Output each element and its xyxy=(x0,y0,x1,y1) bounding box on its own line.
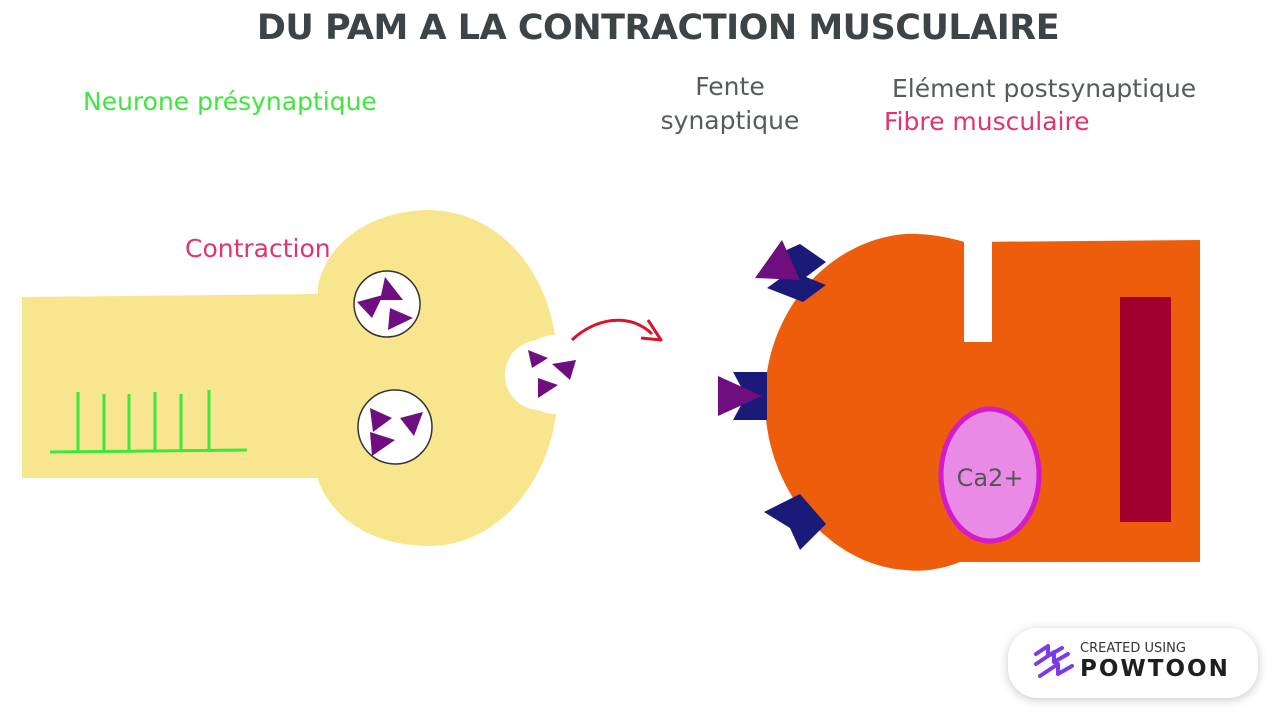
powtoon-badge[interactable]: CREATED USING POWTOON xyxy=(1008,628,1258,698)
calcium-store xyxy=(938,406,1042,544)
neurotransmitter-icon xyxy=(357,295,383,318)
neurotransmitter-icon xyxy=(538,378,558,398)
synaptic-vesicle xyxy=(357,389,433,465)
neurotransmitter-icon xyxy=(552,360,576,380)
receptor xyxy=(718,372,767,420)
presynaptic-neuron xyxy=(22,210,556,546)
neurotransmitter-icon xyxy=(370,432,395,456)
powtoon-logo-icon xyxy=(1034,644,1074,678)
synaptic-cleft-label-line2: synaptique xyxy=(660,105,800,135)
postsynaptic-element-label: Elément postsynaptique xyxy=(892,74,1197,103)
curved-arrow-icon xyxy=(570,318,663,342)
neuron-axon xyxy=(22,294,322,478)
presynaptic-neuron-label: Neurone présynaptique xyxy=(83,87,377,116)
badge-powtoon: POWTOON xyxy=(1080,656,1230,682)
neurotransmitter-icon xyxy=(718,376,762,416)
contraction-label: Contraction xyxy=(185,234,331,263)
muscle-fibre-body xyxy=(765,233,1200,571)
page-title: DU PAM A LA CONTRACTION MUSCULAIRE xyxy=(256,8,1060,48)
neurotransmitter-icon xyxy=(755,240,800,280)
receptor xyxy=(764,494,826,550)
muscle-fibre xyxy=(765,233,1200,571)
muscle-fibre-label: Fibre musculaire xyxy=(884,107,1090,136)
t-tubule xyxy=(964,240,992,342)
exocytosis-vesicle xyxy=(505,340,576,410)
neurotransmitter-icon xyxy=(380,277,403,300)
neurotransmitter-icon xyxy=(370,408,392,432)
action-potential-trace xyxy=(49,390,248,454)
neurotransmitter-icon xyxy=(528,350,548,368)
receptor xyxy=(755,240,826,302)
neurotransmitter-icon xyxy=(388,308,413,330)
badge-created-using: CREATED USING xyxy=(1080,641,1186,656)
synaptic-cleft-label: Fente synaptique xyxy=(650,70,810,137)
synaptic-vesicle xyxy=(353,270,421,338)
calcium-label: Ca2+ xyxy=(956,464,1024,492)
synaptic-cleft-label-line1: Fente xyxy=(695,72,765,101)
neurotransmitter-icon xyxy=(400,412,423,436)
myofibril xyxy=(1120,297,1171,522)
